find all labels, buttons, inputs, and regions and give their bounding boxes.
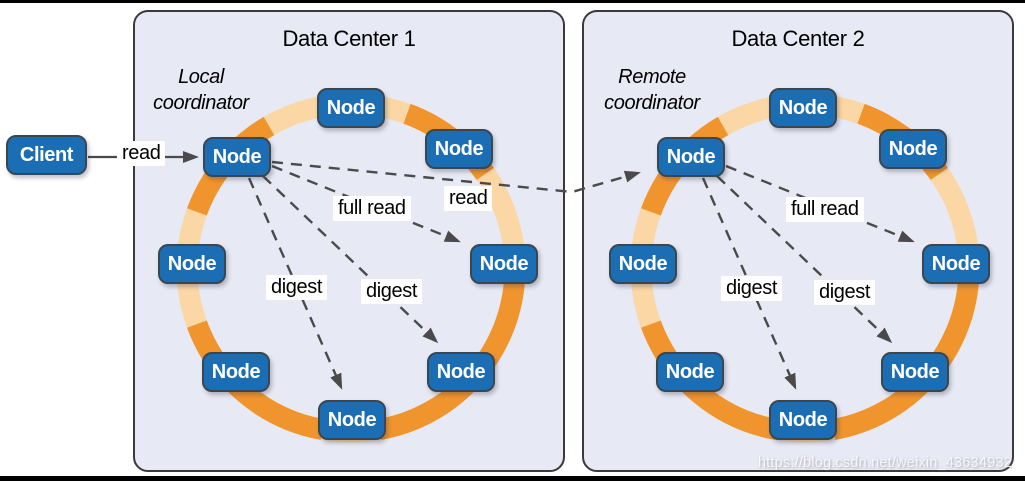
node-label: Node [778, 408, 828, 431]
dc1-node-right: Node [470, 244, 538, 284]
node-label: Node [890, 360, 940, 383]
node-label: Node [479, 252, 529, 275]
dc1-digest-label-right: digest [361, 279, 422, 304]
bottom-border-bar [0, 476, 1025, 481]
inter-dc-read-arrow [271, 160, 641, 194]
dc1-ring-orange-arc [187, 320, 325, 440]
dc2-digest-arrow-right [716, 175, 893, 344]
node-label: Node [666, 145, 716, 168]
dc1-node-bottom-left: Node [202, 352, 270, 392]
dc2-node-bottom-left: Node [656, 352, 724, 392]
dc1-node-top-right: Node [425, 129, 493, 169]
node-label: Node [212, 145, 262, 168]
local-coordinator-line2: coordinator [153, 92, 249, 114]
dc1-node-left: Node [158, 244, 226, 284]
dc1-node-bottom: Node [318, 400, 386, 440]
node-label: Node [778, 96, 828, 119]
dc2-node-bottom: Node [769, 400, 837, 440]
client-box: Client [6, 135, 87, 175]
dc2-node-bottom-right: Node [881, 352, 949, 392]
top-border-bar [0, 0, 1025, 3]
dc2-digest-label-left: digest [721, 276, 782, 301]
node-label: Node [436, 360, 486, 383]
dc1-node-top: Node [317, 88, 385, 128]
dc2-digest-label-right: digest [814, 280, 875, 305]
dc2-full-read-label: full read [786, 197, 864, 222]
remote-coordinator-line2: coordinator [604, 92, 700, 114]
node-label: Node [327, 408, 377, 431]
datacenter-2-title: Data Center 2 [731, 26, 865, 51]
dc1-digest-label-left: digest [266, 275, 327, 300]
dc2-node-top: Node [769, 88, 837, 128]
dc1-full-read-label: full read [333, 196, 411, 221]
local-coordinator-label: Local coordinator [143, 64, 259, 116]
node-label: Node [618, 252, 668, 275]
datacenter-1-title: Data Center 1 [282, 26, 416, 51]
node-label: Node [931, 252, 981, 275]
client-box-label: Client [19, 143, 74, 166]
dc1-digest-arrow-right [262, 175, 439, 344]
node-label: Node [167, 252, 217, 275]
client-read-label: read [117, 141, 166, 166]
node-label: Node [888, 137, 938, 160]
remote-coordinator-line1: Remote [618, 66, 686, 88]
local-coordinator-line1: Local [178, 66, 224, 88]
node-label: Node [434, 137, 484, 160]
dc2-node-right: Node [922, 244, 990, 284]
datacenter-1-box: Data Center 1 [133, 10, 565, 472]
node-label: Node [326, 96, 376, 119]
dc2-node-top-right: Node [879, 129, 947, 169]
dc2-ring-orange-arc [641, 320, 779, 440]
inter-dc-read-label: read [444, 186, 493, 211]
node-label: Node [665, 360, 715, 383]
watermark-url: https://blog.csdn.net/weixin_43634932 [757, 455, 1012, 471]
dc2-node-left: Node [609, 244, 677, 284]
dc1-coordinator-node: Node [203, 137, 271, 177]
dc1-node-bottom-right: Node [427, 352, 495, 392]
datacenter-2-box: Data Center 2 [582, 10, 1014, 472]
node-label: Node [211, 360, 261, 383]
remote-coordinator-label: Remote coordinator [594, 64, 710, 116]
dc2-coordinator-node: Node [657, 137, 725, 177]
